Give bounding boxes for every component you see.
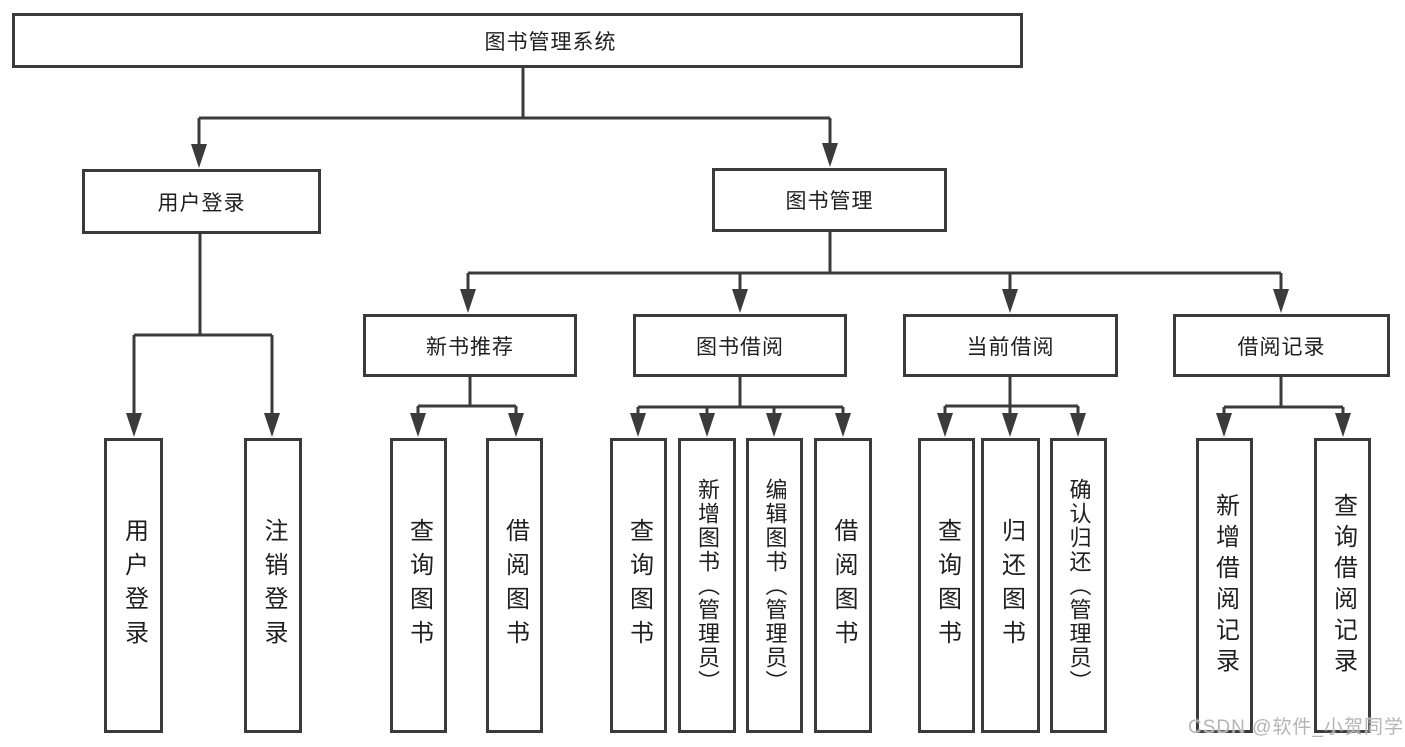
leaf-add-borrow-record: 新增借阅记录 [1196,438,1253,733]
node-current-borrowing: 当前借阅 [903,314,1118,377]
leaf-query-borrow-record: 查询借阅记录 [1314,438,1371,733]
csdn-watermark: CSDN @软件_小贺同学 [1188,717,1404,738]
arrowhead [699,413,715,437]
arrowhead [732,289,748,313]
arrowhead [460,289,476,313]
node-borrow-records: 借阅记录 [1173,314,1390,377]
arrowhead [264,413,280,437]
arrowhead [1273,289,1289,313]
leaf-edit-books-admin: 编辑图书（管理员） [746,438,803,733]
leaf-logout: 注销登录 [244,438,302,733]
arrowhead [766,413,782,437]
tree-edges [132,68,1345,415]
node-library-management-system: 图书管理系统 [12,13,1023,68]
node-book-management: 图书管理 [712,168,947,232]
arrowhead [822,143,838,167]
arrowhead [937,413,953,437]
arrowhead [1216,413,1232,437]
leaf-borrow-books-1: 借阅图书 [486,438,543,733]
leaf-user-login: 用户登录 [104,438,163,733]
leaf-return-books: 归还图书 [981,438,1040,733]
leaf-query-books-1: 查询图书 [390,438,447,733]
leaf-confirm-return-admin: 确认归还（管理员） [1050,438,1107,733]
arrowhead [191,144,207,168]
node-new-book-recommend: 新书推荐 [363,314,577,377]
node-book-borrowing: 图书借阅 [633,314,847,377]
leaf-query-books-3: 查询图书 [918,438,975,733]
node-user-login: 用户登录 [82,169,321,234]
leaf-query-books-2: 查询图书 [610,438,667,733]
arrowhead [126,413,142,437]
leaf-borrow-books-2: 借阅图书 [814,438,872,733]
arrowheads [126,143,1351,437]
arrowhead [1002,413,1018,437]
arrowhead [1002,289,1018,313]
leaf-add-books-admin: 新增图书（管理员） [678,438,736,733]
arrowhead [508,413,524,437]
arrowhead [1070,413,1086,437]
arrowhead [630,413,646,437]
arrowhead [410,413,426,437]
arrowhead [835,413,851,437]
arrowhead [1335,413,1351,437]
